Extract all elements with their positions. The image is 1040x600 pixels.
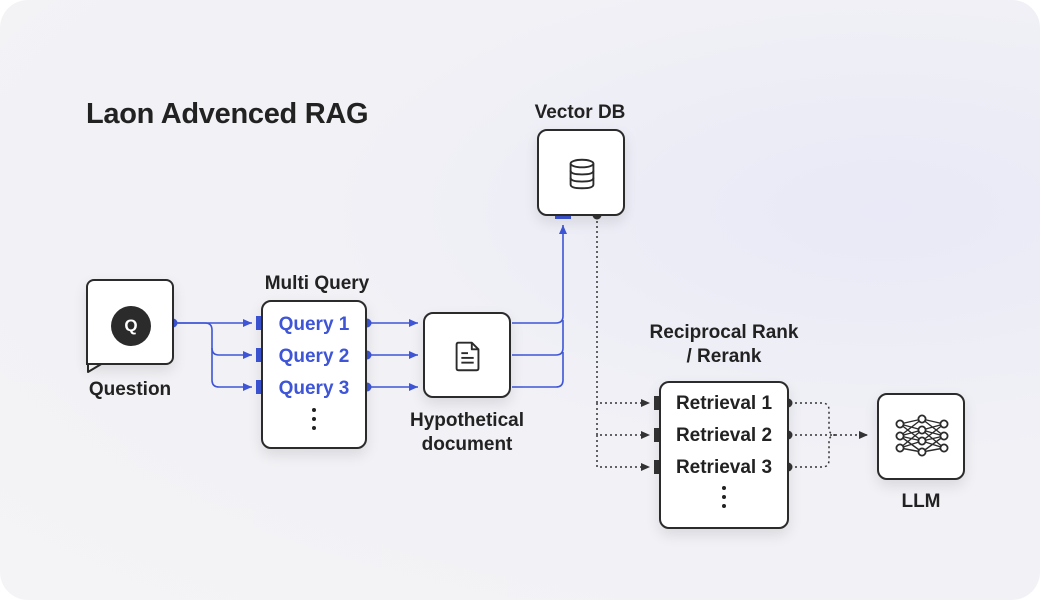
multi-query-node: Query 1 Query 2 Query 3 bbox=[261, 300, 367, 449]
retrievals-to-llm-connector bbox=[790, 402, 868, 468]
diagram-title: Laon Advenced RAG bbox=[86, 98, 369, 130]
llm-label: LLM bbox=[901, 491, 941, 512]
hypothetical-document-node bbox=[423, 312, 511, 398]
database-icon bbox=[569, 158, 595, 190]
question-node: Q bbox=[86, 279, 174, 365]
vector-db-label: Vector DB bbox=[534, 102, 626, 123]
query-item-1: Query 1 bbox=[278, 314, 350, 335]
hypothetical-document-label-line2: document bbox=[421, 434, 513, 455]
retrieval-item-3: Retrieval 3 bbox=[675, 457, 773, 478]
document-icon bbox=[455, 341, 480, 372]
retrieval-item-2: Retrieval 2 bbox=[675, 425, 773, 446]
vectordb-to-retrievals-connector bbox=[596, 216, 650, 471]
retrieval-item-1: Retrieval 1 bbox=[675, 393, 773, 414]
rerank-label-line1: Reciprocal Rank bbox=[649, 322, 799, 343]
queries-to-document-connector bbox=[368, 319, 418, 391]
llm-node bbox=[877, 393, 965, 480]
question-label: Question bbox=[88, 379, 172, 400]
hypothetical-document-label-line1: Hypothetical bbox=[409, 410, 525, 431]
query-item-3: Query 3 bbox=[278, 378, 350, 399]
query-item-2: Query 2 bbox=[278, 346, 350, 367]
document-to-vectordb-connector bbox=[512, 225, 567, 388]
more-items-dots bbox=[722, 486, 726, 513]
rerank-node: Retrieval 1 Retrieval 2 Retrieval 3 bbox=[659, 381, 789, 529]
more-items-dots bbox=[312, 408, 316, 435]
question-to-queries-connector bbox=[175, 319, 252, 391]
multi-query-label: Multi Query bbox=[264, 273, 370, 294]
rerank-label-line2: / Rerank bbox=[686, 346, 762, 367]
question-badge: Q bbox=[111, 306, 151, 346]
neural-network-icon bbox=[895, 414, 949, 457]
vector-db-node bbox=[537, 129, 625, 216]
